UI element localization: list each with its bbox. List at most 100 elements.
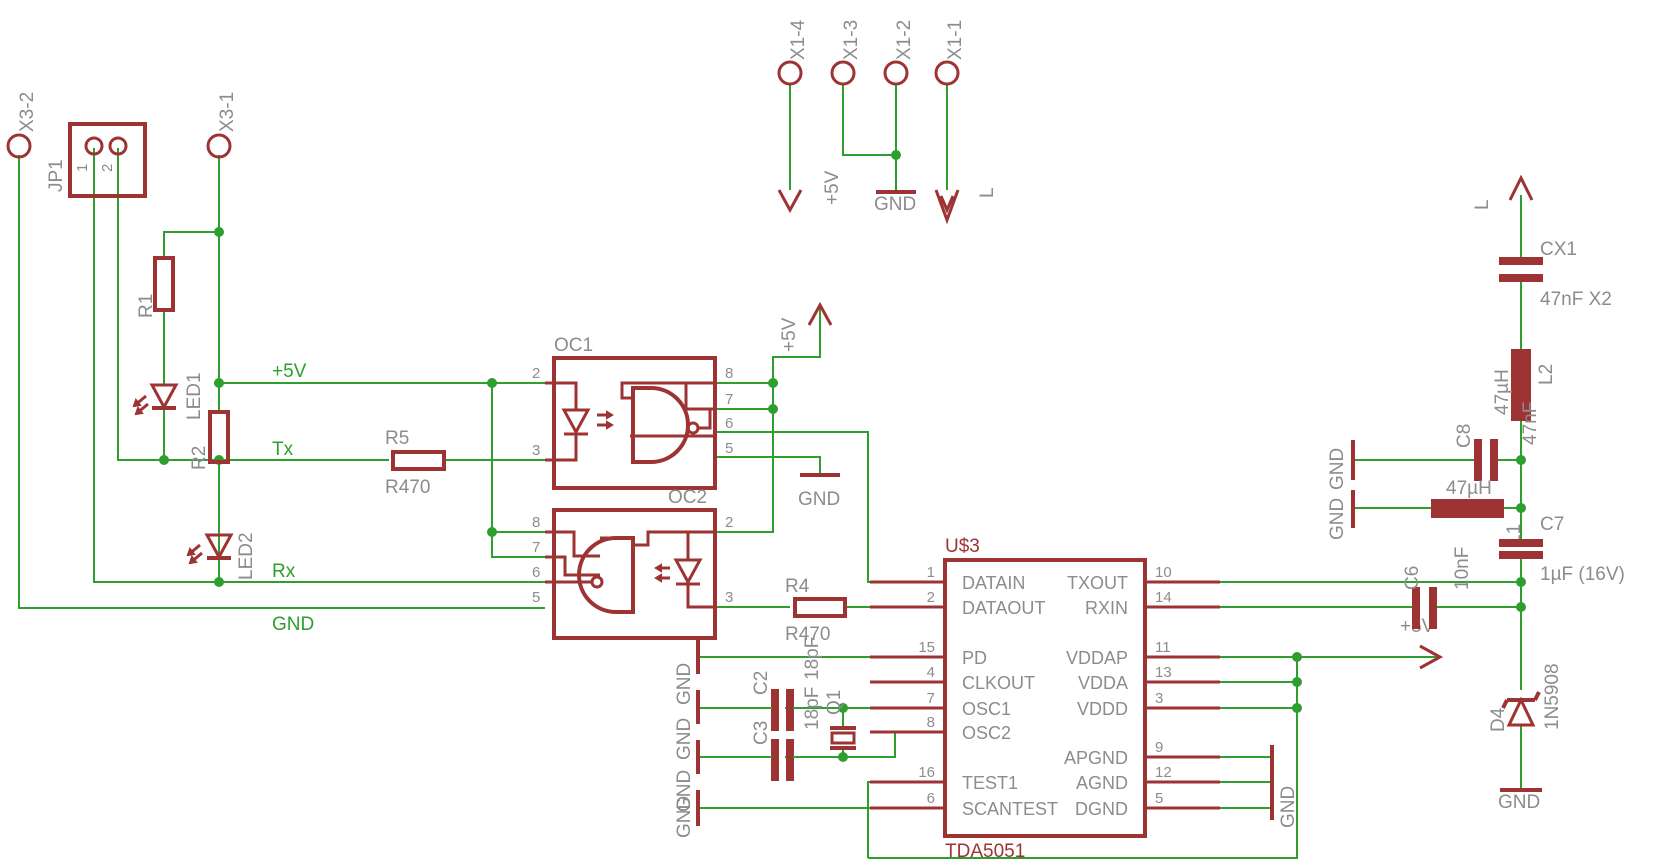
supply-vcc-arrow-down: +5V <box>777 170 843 214</box>
capacitor-c6: C6 10nF <box>1402 547 1473 629</box>
resistor-r4: R4 R470 <box>785 576 847 645</box>
l2-value: 47µH <box>1492 369 1513 415</box>
l2-label: L2 <box>1536 364 1557 385</box>
gnd-symbols-left: GND GND GND GND <box>674 640 700 838</box>
led1-label: LED1 <box>184 372 205 420</box>
u3-pin-name: VDDAP <box>1066 648 1128 668</box>
gnd-symbols-filter: GND GND <box>1327 440 1355 540</box>
connector-x1-3: X1-3 <box>830 20 862 86</box>
gnd-symbol-oc1: GND <box>798 473 840 510</box>
net-label-gnd: GND <box>272 614 314 635</box>
oc2-pin-2: 2 <box>725 514 733 531</box>
x3-2-label: X3-2 <box>17 92 38 132</box>
x3-1-label: X3-1 <box>217 92 238 132</box>
u3-pin-number: 3 <box>1155 690 1163 707</box>
u3-pin-number: 11 <box>1155 639 1171 656</box>
inductor-l2: L2 47µH <box>1492 349 1557 421</box>
connector-x1-2: X1-2 <box>883 20 915 86</box>
gnd-left-label-1: GND <box>674 663 695 705</box>
oc1-pin-3: 3 <box>532 442 540 459</box>
resistor-r5: R5 R470 <box>385 428 446 498</box>
oc2-pin-3: 3 <box>725 589 733 606</box>
u3-pin-number: 13 <box>1155 664 1172 681</box>
resistor-r1: R1 <box>136 256 175 318</box>
u3-pin-name: OSC2 <box>962 723 1011 743</box>
l1-value: 47µH <box>1446 478 1492 499</box>
capacitor-cx1: CX1 47nF X2 <box>1499 239 1612 310</box>
u3-pin-number: 9 <box>1155 739 1163 756</box>
led-led1: LED1 <box>132 372 205 420</box>
vcc-supply-label: +5V <box>822 170 843 205</box>
oc2-pin-8: 8 <box>532 514 540 531</box>
capacitor-c7: C7 1µF (16V) <box>1499 514 1625 585</box>
u3-pin-number: 8 <box>927 714 935 731</box>
c2-label: C2 <box>751 671 772 695</box>
u3-pin-number: 1 <box>927 564 935 581</box>
r4-label: R4 <box>785 576 810 597</box>
x1-4-label: X1-4 <box>788 19 809 60</box>
inductor-l1: 47µH L1 <box>1431 478 1525 545</box>
gnd-right-label: GND <box>1278 786 1299 828</box>
c3-label: C3 <box>751 721 772 745</box>
capacitor-c2: C2 18pF <box>751 671 823 731</box>
r1-label: R1 <box>136 294 157 318</box>
oc1-pin-2: 2 <box>532 365 540 382</box>
jp1-pin1-label: 1 <box>74 164 91 172</box>
supply-l-arrow-up: L <box>1472 174 1534 210</box>
u3-pin-name: AGND <box>1076 773 1128 793</box>
led2-label: LED2 <box>236 532 257 580</box>
gnd-oc1-label: GND <box>798 489 840 510</box>
resistor-r2: R2 <box>189 410 230 470</box>
oc2-label: OC2 <box>668 487 707 508</box>
u3-pin-name: TXOUT <box>1067 573 1128 593</box>
d4-label: D4 <box>1488 707 1509 732</box>
x1-1-label: X1-1 <box>945 20 966 60</box>
c8-label: C8 <box>1454 424 1475 448</box>
vcc-oc1-label: +5V <box>779 317 800 352</box>
u3-value: TDA5051 <box>945 841 1025 862</box>
supply-vcc-arrow-up: +5V <box>779 301 833 352</box>
u3-pin-number: 16 <box>918 764 935 781</box>
gnd-symbol-d4: GND <box>1498 788 1542 813</box>
crystal-q1: Q1 <box>824 690 856 750</box>
capacitor-c8: C8 47nF <box>1454 402 1541 481</box>
connector-x1-1: X1-1 <box>934 20 966 86</box>
c6-value: 10nF <box>1452 547 1473 590</box>
r5-value: R470 <box>385 477 430 498</box>
gnd-symbol-u3-right: GND <box>1270 745 1299 828</box>
oc2-pin-5: 5 <box>532 589 540 606</box>
cx1-value: 47nF X2 <box>1540 289 1612 310</box>
c3-value: 18pF <box>802 637 823 680</box>
x1-3-label: X1-3 <box>841 20 862 60</box>
u3-pin-number: 14 <box>1155 589 1172 606</box>
u3-pin-number: 4 <box>927 664 935 681</box>
u3-pin-number: 6 <box>927 790 935 807</box>
u3-pin-name: RXIN <box>1085 598 1128 618</box>
c6-label: C6 <box>1402 566 1423 590</box>
capacitor-c3: C3 18pF <box>751 637 823 781</box>
u3-pin-name: CLKOUT <box>962 673 1035 693</box>
u3-pin-stubs <box>870 580 1220 810</box>
c8-value: 47nF <box>1520 402 1541 445</box>
l-supply-label-right: L <box>1472 199 1493 210</box>
gnd-left-label-2: GND <box>674 718 695 760</box>
net-label-tx: Tx <box>272 439 294 460</box>
oc1-label: OC1 <box>554 335 593 356</box>
u3-pin-number: 15 <box>918 639 935 656</box>
u3-pin-number: 7 <box>927 690 935 707</box>
c7-value: 1µF (16V) <box>1540 564 1625 585</box>
gnd-symbol-x1: GND <box>874 190 916 215</box>
junctions <box>159 150 1526 762</box>
oc2-pin-7: 7 <box>532 539 540 556</box>
gnd-d4-label: GND <box>1498 792 1540 813</box>
oc1-pin-8: 8 <box>725 365 733 382</box>
oc1-pin-7: 7 <box>725 391 733 408</box>
d4-value: 1N5908 <box>1542 663 1563 730</box>
oc2-pin-6: 6 <box>532 564 540 581</box>
optocoupler-oc2: OC2 8 7 6 5 2 3 <box>532 487 733 640</box>
optocoupler-oc1: OC1 2 3 8 7 6 5 <box>532 335 733 490</box>
u3-pin-number: 12 <box>1155 764 1172 781</box>
c7-label: C7 <box>1540 514 1564 535</box>
gnd-left-label-4: GND <box>674 796 695 838</box>
